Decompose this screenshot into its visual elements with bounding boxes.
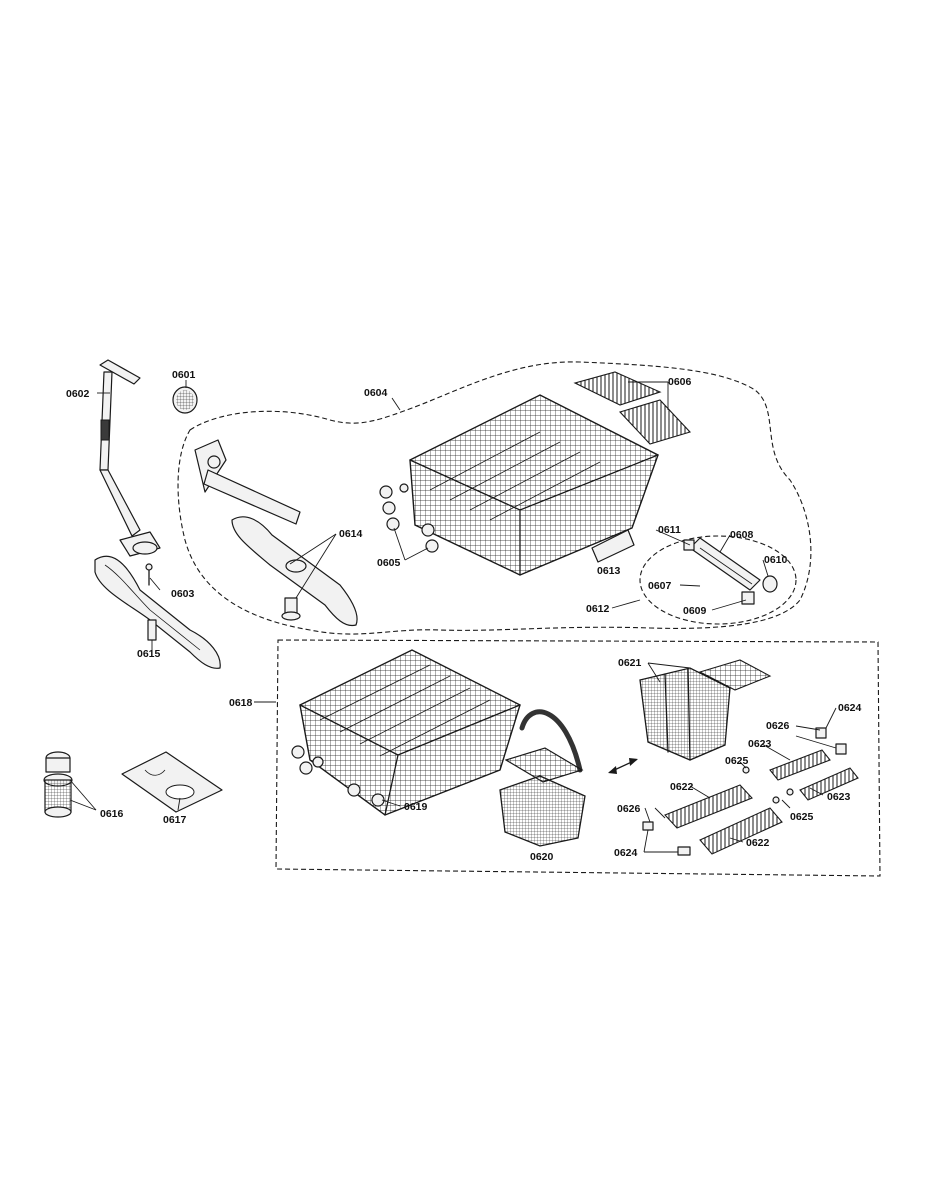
lower-rack-group-boundary — [275, 639, 881, 877]
label-0611: 0611 — [658, 524, 681, 536]
label-0626-upper: 0626 — [766, 720, 790, 732]
filter-plate-part — [121, 751, 223, 813]
nozzle-part — [172, 386, 198, 414]
label-0623-upper: 0623 — [748, 738, 772, 750]
label-0623-lower: 0623 — [827, 791, 851, 803]
small-basket-part — [499, 709, 586, 847]
label-0614: 0614 — [339, 528, 363, 540]
spray-tube-part — [99, 359, 161, 557]
label-0602: 0602 — [66, 388, 90, 400]
label-0616: 0616 — [100, 808, 124, 820]
cutlery-basket-part — [639, 659, 772, 761]
part-labels: 0601 0602 0603 0604 0605 0606 0607 0608 … — [66, 369, 862, 863]
label-0624-upper: 0624 — [838, 702, 862, 714]
label-0619: 0619 — [404, 801, 428, 813]
rail-group-boundary — [639, 535, 797, 625]
screw-part — [145, 563, 153, 586]
label-0622-upper: 0622 — [670, 781, 694, 793]
leader-lines — [69, 380, 837, 853]
label-0605: 0605 — [377, 557, 401, 569]
label-0617: 0617 — [163, 814, 187, 826]
label-0625-lower: 0625 — [790, 811, 814, 823]
label-0625-upper: 0625 — [725, 755, 749, 767]
label-0607: 0607 — [648, 580, 672, 592]
label-0601: 0601 — [172, 369, 196, 381]
label-0603: 0603 — [171, 588, 195, 600]
label-0621: 0621 — [618, 657, 642, 669]
label-0609: 0609 — [683, 605, 707, 617]
label-0618: 0618 — [229, 697, 253, 709]
label-0604: 0604 — [364, 387, 388, 399]
swap-arrow — [608, 758, 638, 774]
lower-rack-part — [291, 649, 521, 816]
label-0622-lower: 0622 — [746, 837, 770, 849]
label-0610: 0610 — [764, 554, 788, 566]
label-0626-lower: 0626 — [617, 803, 641, 815]
label-0615: 0615 — [137, 648, 161, 660]
label-0612: 0612 — [586, 603, 610, 615]
upper-rack-part — [194, 371, 778, 627]
label-0620: 0620 — [530, 851, 554, 863]
label-0624-lower: 0624 — [614, 847, 638, 859]
lower-spray-arm-part — [94, 555, 221, 669]
tine-rack-part — [642, 727, 859, 856]
filter-part — [43, 751, 73, 818]
label-0608: 0608 — [730, 529, 754, 541]
label-0606: 0606 — [668, 376, 692, 388]
label-0613: 0613 — [597, 565, 621, 577]
